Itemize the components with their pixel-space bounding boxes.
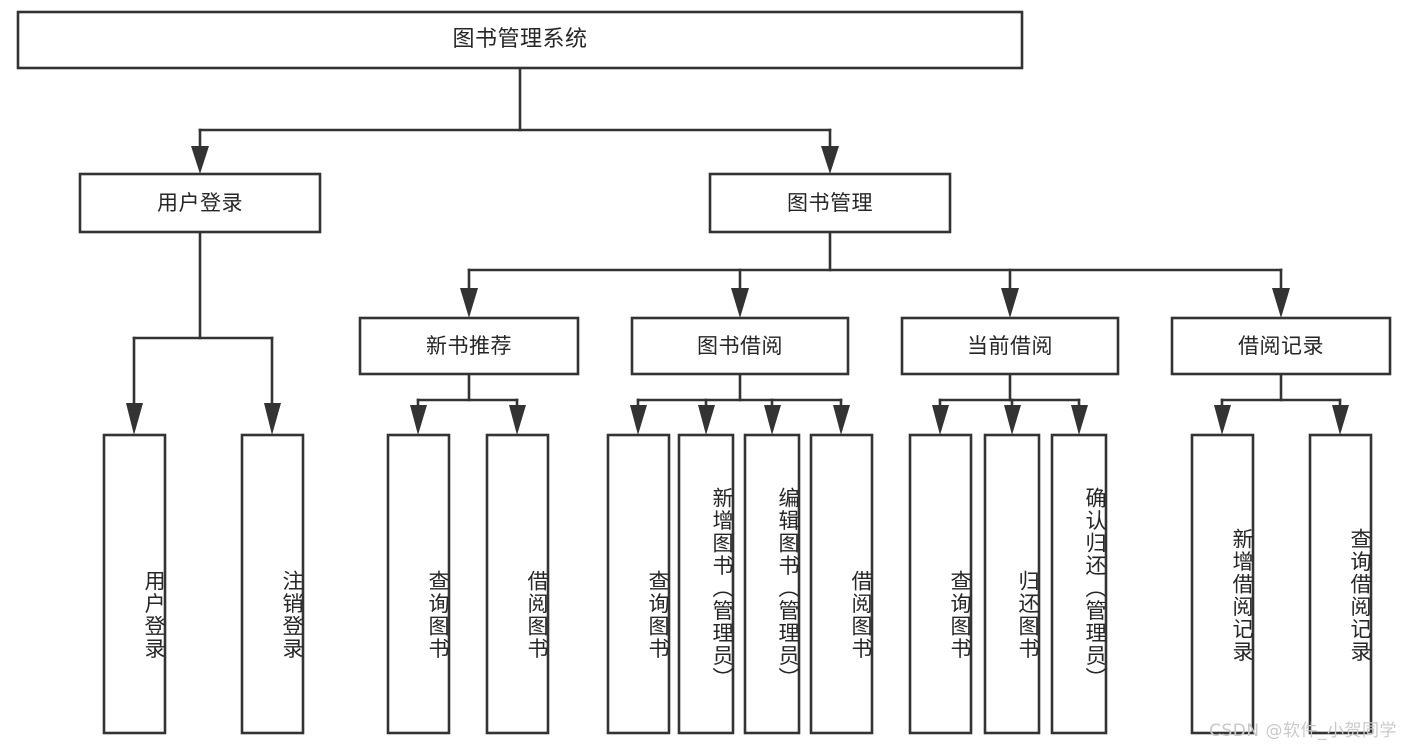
node-box-leaf-add-borrow-record[interactable] — [1190, 433, 1255, 735]
node-box-leaf-logout[interactable] — [240, 433, 305, 735]
arrowhead-current-borrow — [1001, 288, 1019, 318]
node-label-leaf-confirm-return-admin: 确认归还（管理员） — [1083, 486, 1107, 690]
arrowhead-borrow-record — [1272, 288, 1290, 318]
node-label-leaf-query-book-2: 查询图书 — [646, 570, 670, 660]
arrowhead-leaf-add-borrow-record — [1214, 405, 1231, 435]
node-label-leaf-edit-book-admin: 编辑图书（管理员） — [776, 486, 800, 690]
node-box-leaf-query-borrow-record[interactable] — [1308, 433, 1373, 735]
node-label-leaf-query-book-3: 查询图书 — [948, 570, 972, 660]
arrowhead-leaf-query-book-1 — [410, 405, 427, 435]
arrowhead-leaf-borrow-book-1 — [509, 405, 526, 435]
arrowhead-leaf-query-book-2 — [630, 405, 647, 435]
node-box-leaf-user-login[interactable] — [102, 433, 167, 735]
connectors-book-manage-to-level3 — [460, 230, 1290, 318]
node-label-leaf-user-login: 用户登录 — [142, 570, 166, 660]
node-box-root[interactable] — [16, 10, 1024, 70]
node-box-leaf-return-book[interactable] — [983, 433, 1041, 735]
node-label-leaf-borrow-book-2: 借阅图书 — [849, 570, 873, 660]
arrowhead-leaf-query-book-3 — [932, 405, 949, 435]
node-box-leaf-borrow-book-1[interactable] — [485, 433, 550, 735]
node-label-leaf-borrow-book-1: 借阅图书 — [525, 570, 549, 660]
node-box-leaf-add-book-admin[interactable] — [677, 433, 735, 735]
arrowhead-new-book-recommend — [460, 288, 478, 318]
connectors-book-borrow-to-leaves — [630, 372, 850, 435]
connectors-user-login-to-leaves — [126, 230, 281, 435]
node-box-leaf-edit-book-admin[interactable] — [743, 433, 801, 735]
node-box-leaf-query-book-3[interactable] — [908, 433, 973, 735]
connectors-root-to-level2 — [191, 66, 839, 174]
connectors-new-book-recommend-to-leaves — [410, 372, 526, 435]
connectors-current-borrow-to-leaves — [932, 372, 1088, 435]
node-box-leaf-query-book-2[interactable] — [606, 433, 671, 735]
node-label-leaf-logout: 注销登录 — [280, 570, 304, 660]
arrowhead-book-manage — [821, 146, 839, 174]
arrowhead-leaf-borrow-book-2 — [833, 405, 850, 435]
node-box-leaf-confirm-return-admin[interactable] — [1050, 433, 1108, 735]
node-box-user-login[interactable] — [78, 172, 322, 234]
arrowhead-leaf-confirm-return-admin — [1071, 405, 1088, 435]
arrowhead-leaf-add-book-admin — [698, 405, 715, 435]
node-box-current-borrow[interactable] — [900, 316, 1120, 376]
node-box-leaf-borrow-book-2[interactable] — [809, 433, 874, 735]
connectors-borrow-record-to-leaves — [1214, 372, 1349, 435]
node-box-book-manage[interactable] — [708, 172, 952, 234]
node-box-leaf-query-book-1[interactable] — [386, 433, 451, 735]
node-label-leaf-query-book-1: 查询图书 — [426, 570, 450, 660]
arrowhead-leaf-logout — [264, 403, 281, 435]
node-box-new-book-recommend[interactable] — [358, 316, 580, 376]
node-box-book-borrow[interactable] — [630, 316, 850, 376]
arrowhead-leaf-query-borrow-record — [1332, 405, 1349, 435]
node-box-borrow-record[interactable] — [1170, 316, 1392, 376]
arrowhead-book-borrow — [731, 288, 749, 318]
arrowhead-leaf-user-login — [126, 403, 143, 435]
arrowhead-leaf-return-book — [1004, 405, 1021, 435]
arrowhead-leaf-edit-book-admin — [764, 405, 781, 435]
node-label-leaf-add-borrow-record: 新增借阅记录 — [1230, 527, 1254, 663]
node-label-leaf-return-book: 归还图书 — [1016, 570, 1040, 660]
node-label-leaf-query-borrow-record: 查询借阅记录 — [1348, 527, 1372, 663]
arrowhead-user-login — [191, 146, 209, 174]
csdn-watermark: CSDN @软件_小贺同学 — [1209, 721, 1397, 741]
node-label-leaf-add-book-admin: 新增图书（管理员） — [710, 486, 734, 690]
